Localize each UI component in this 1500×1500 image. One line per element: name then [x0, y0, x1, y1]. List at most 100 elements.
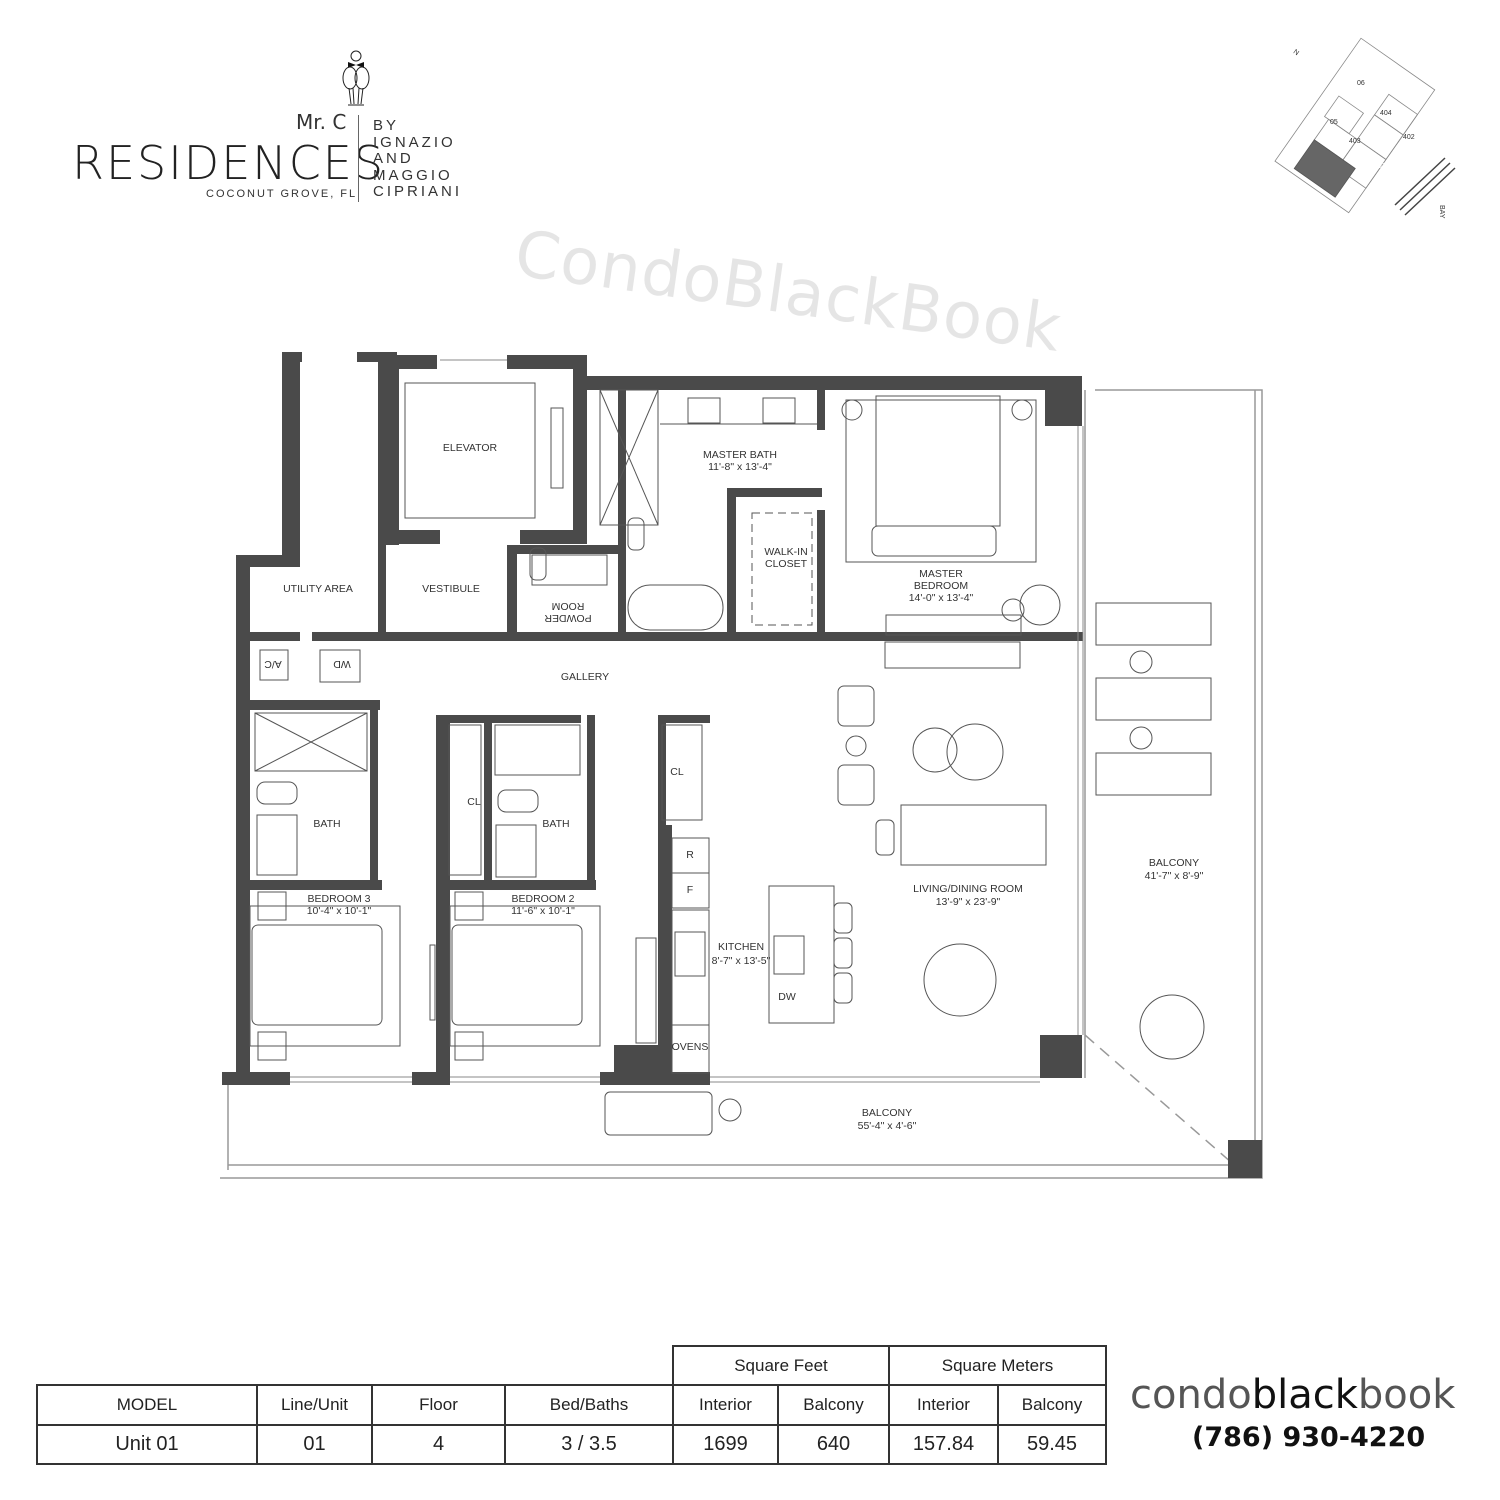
coffee-table [912, 727, 958, 773]
mr-c-mascot-logo [342, 50, 370, 106]
label-cl-1: CL [467, 796, 481, 808]
label-bedroom-2: BEDROOM 2 [511, 893, 574, 905]
label-f: F [687, 884, 693, 896]
bathtub [494, 724, 581, 776]
rug [449, 905, 601, 1047]
label-gallery: GALLERY [561, 671, 609, 683]
logo-mr-c: Mr. C [296, 110, 347, 134]
key-plan: N 06 404 05 403 402 401 BAY [1274, 37, 1456, 219]
label-bedroom-3-dims: 10'-4" x 10'-1" [307, 905, 372, 917]
balcony-sofa [604, 1091, 713, 1136]
bay-waves-icon [1394, 157, 1456, 216]
label-balcony-front: BALCONY [862, 1107, 912, 1119]
lounger [1095, 677, 1212, 721]
label-elevator: ELEVATOR [443, 442, 498, 454]
toilet [627, 517, 645, 551]
table-spacer [37, 1346, 673, 1385]
island-sink [773, 935, 805, 975]
label-kitchen-dims: 8'-7" x 13'-5" [712, 955, 771, 967]
brand-suffix: book [1357, 1372, 1456, 1418]
header-line-unit: Line/Unit [256, 1384, 373, 1426]
label-kitchen: KITCHEN [718, 941, 764, 953]
sink [687, 397, 721, 424]
key-label-402: 402 [1403, 134, 1415, 141]
bay-label: BAY [1438, 205, 1445, 219]
counter [671, 909, 710, 1026]
walls [222, 352, 1262, 1178]
group-header-square-meters: Square Meters [888, 1345, 1107, 1386]
sofa [900, 804, 1047, 866]
vanity [495, 824, 537, 878]
powder-vanity [531, 554, 608, 586]
coffee-table [946, 723, 1004, 781]
rug [249, 905, 401, 1047]
armchair [837, 685, 875, 727]
room-labels: ELEVATOR MASTER BATH 11'-8" x 13'-4" WAL… [264, 442, 1204, 1132]
label-master-bath: MASTER BATH [703, 449, 777, 461]
label-balcony-side-dims: 41'-7" x 8'-9" [1145, 870, 1204, 882]
header-model: MODEL [36, 1384, 258, 1426]
console [884, 641, 1021, 669]
lamp-icon [841, 399, 863, 421]
bench [871, 525, 997, 557]
closet [448, 724, 482, 876]
header-floor: Floor [371, 1384, 506, 1426]
label-r: R [686, 849, 694, 861]
key-label-403: 403 [1349, 138, 1361, 145]
header-balcony-sqft: Balcony [777, 1384, 890, 1426]
header-bed-baths: Bed/Baths [504, 1384, 674, 1426]
toilet [529, 547, 547, 581]
cell-interior-sqm: 157.84 [888, 1424, 999, 1465]
header-interior-sqm: Interior [888, 1384, 999, 1426]
wd-unit [319, 649, 361, 683]
freezer [671, 872, 710, 909]
label-wd: WD [333, 658, 351, 670]
logo-location: COCONUT GROVE, FL [206, 188, 358, 200]
label-dw: DW [778, 991, 796, 1003]
condoblackbook-logo: condoblackbook [1130, 1372, 1455, 1418]
cell-interior-sqft: 1699 [672, 1424, 779, 1465]
phone-number[interactable]: (786) 930-4220 [1192, 1422, 1426, 1453]
label-master: MASTER [919, 568, 963, 580]
key-unit-401 [1293, 139, 1356, 198]
logo-residences: RESIDENCES [72, 136, 386, 190]
key-unit-402 [1336, 138, 1387, 189]
key-label-06: 06 [1357, 80, 1365, 87]
brand-bold: black [1251, 1372, 1358, 1418]
dresser [885, 614, 1022, 636]
label-balcony-side: BALCONY [1149, 857, 1199, 869]
label-ac: A/C [264, 658, 282, 670]
cell-bed-baths: 3 / 3.5 [504, 1424, 674, 1465]
brand-prefix: condo [1130, 1372, 1252, 1418]
ac-unit [259, 649, 289, 681]
label-bedroom-3: BEDROOM 3 [307, 893, 370, 905]
label-bath-3: BATH [313, 818, 340, 830]
windows [290, 359, 1084, 1083]
header-interior-sqft: Interior [672, 1384, 779, 1426]
balcony-outline [220, 389, 1263, 1179]
by-line-4: MAGGIO [373, 166, 453, 184]
key-label-404: 404 [1380, 110, 1392, 117]
elevator-cab [404, 382, 536, 519]
ovens-unit [671, 1024, 710, 1074]
by-line-2: IGNAZIO [373, 133, 456, 151]
cell-balcony-sqm: 59.45 [997, 1424, 1107, 1465]
vanity [256, 814, 298, 876]
north-label: N [1292, 48, 1300, 57]
group-header-square-feet: Square Feet [672, 1345, 890, 1386]
closet-area [751, 512, 813, 626]
label-closet: CLOSET [765, 558, 808, 570]
label-bedroom: BEDROOM [914, 580, 968, 592]
label-bedroom-2-dims: 11'-6" x 10'-1" [511, 905, 575, 917]
rug [845, 399, 1037, 563]
master-bed [875, 395, 1001, 527]
by-line-3: AND [373, 150, 414, 168]
header-balcony-sqm: Balcony [997, 1384, 1107, 1426]
cooktop [674, 931, 706, 977]
cell-balcony-sqft: 640 [777, 1424, 890, 1465]
sink [762, 397, 796, 424]
cell-model: Unit 01 [36, 1424, 258, 1465]
tv-console [635, 937, 657, 1044]
label-ovens: OVENS [672, 1041, 709, 1053]
armchair [837, 764, 875, 806]
